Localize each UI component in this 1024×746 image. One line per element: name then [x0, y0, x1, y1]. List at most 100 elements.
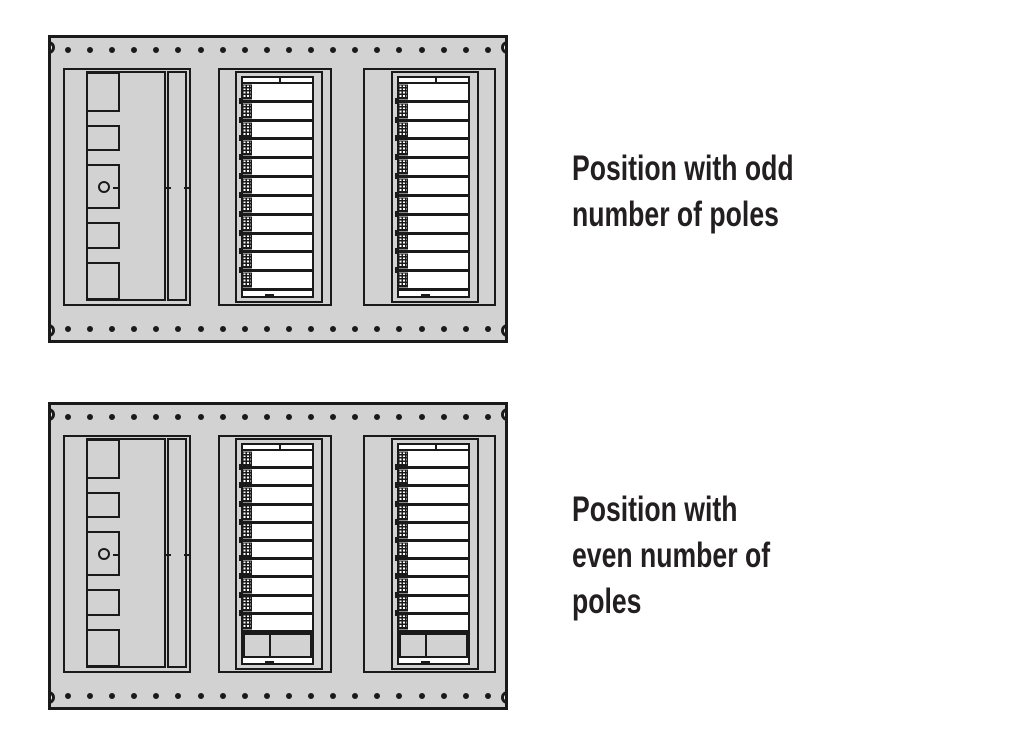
contact-pad — [241, 614, 252, 630]
keying-band — [243, 633, 312, 658]
pole-slot — [239, 523, 312, 544]
edge-notch — [501, 41, 505, 54]
pole-slot — [239, 560, 312, 580]
separator-nub — [239, 116, 242, 123]
edge-notch — [51, 691, 55, 704]
pole-window — [395, 76, 470, 298]
pole-slot — [397, 272, 468, 291]
sprocket-hole — [263, 325, 270, 332]
step-mark — [265, 661, 275, 663]
top-band — [243, 445, 312, 453]
sprocket-hole — [285, 692, 292, 699]
pole-slot — [395, 487, 468, 507]
sprocket-hole — [175, 692, 182, 699]
plug-segment-center — [85, 164, 120, 209]
pole-slot — [239, 140, 312, 161]
sprocket-hole — [352, 46, 359, 53]
keying-band — [399, 633, 468, 658]
sprocket-hole — [153, 46, 160, 53]
pole-slot — [241, 614, 312, 634]
separator-nub — [395, 135, 398, 142]
bottom-band — [243, 291, 312, 296]
sprocket-hole — [175, 46, 182, 53]
pole-slot — [239, 596, 312, 616]
sprocket-hole — [87, 325, 94, 332]
sprocket-hole — [352, 325, 359, 332]
separator-nub — [395, 210, 398, 217]
contact-pad — [397, 578, 408, 594]
sprocket-hole — [219, 325, 226, 332]
pole-slot — [239, 215, 312, 236]
sprocket-hole — [65, 692, 71, 699]
sprocket-hole — [285, 413, 292, 420]
contact-pad — [397, 272, 408, 288]
sprocket-hole — [87, 413, 94, 420]
sprocket-hole — [219, 46, 226, 53]
contact-pad — [241, 578, 252, 594]
caption-line: Position with odd — [572, 149, 794, 188]
terminal-block-pocket — [363, 435, 496, 673]
mold-mark — [112, 553, 120, 556]
plug-segment — [85, 492, 120, 518]
terminal-block-housing — [235, 71, 323, 303]
separator-nub — [395, 229, 398, 236]
pole-slot — [395, 196, 468, 217]
separator-nub — [395, 267, 398, 274]
sprocket-hole — [131, 325, 138, 332]
pole-slot — [395, 505, 468, 525]
sprocket-hole — [241, 692, 248, 699]
contact-pad — [397, 159, 408, 175]
caption-line: Position with — [572, 490, 738, 529]
separator-nub — [395, 609, 398, 616]
pole-slot — [395, 451, 468, 471]
pole-window — [239, 443, 314, 665]
sprocket-hole — [462, 692, 469, 699]
sprocket-hole — [396, 46, 403, 53]
contact-pad — [397, 140, 408, 156]
sprocket-hole — [175, 325, 182, 332]
step-mark — [278, 445, 282, 453]
carrier-strip-even-poles — [48, 402, 508, 710]
sprocket-hole — [440, 325, 447, 332]
plug-pocket — [63, 435, 191, 673]
contact-pad — [397, 505, 408, 521]
pole-rows — [395, 84, 468, 291]
sprocket-hole — [197, 46, 204, 53]
top-band — [243, 78, 312, 86]
contact-pad — [241, 451, 252, 467]
pole-slot — [395, 253, 468, 274]
sprocket-hole — [440, 692, 447, 699]
contact-pad — [241, 542, 252, 558]
pole-slot — [239, 234, 312, 255]
plug-segment — [85, 439, 120, 479]
sprocket-hole — [484, 413, 491, 420]
separator-nub — [239, 555, 242, 562]
sprocket-row-top — [65, 43, 491, 56]
contact-pad — [397, 234, 408, 250]
plug-housing — [85, 71, 166, 301]
sprocket-hole — [462, 413, 469, 420]
pole-slot — [395, 140, 468, 161]
terminal-block-housing — [235, 438, 323, 670]
pole-slot — [239, 451, 312, 471]
bottom-band — [399, 291, 468, 296]
caption-line: even number of — [572, 536, 771, 575]
sprocket-hole — [308, 46, 315, 53]
contact-pad — [397, 122, 408, 138]
contact-pad — [241, 560, 252, 576]
step-mark — [278, 78, 282, 86]
sprocket-hole — [109, 413, 116, 420]
guide-hole — [97, 547, 110, 560]
sprocket-hole — [241, 325, 248, 332]
pole-slot — [239, 542, 312, 562]
contact-pad — [241, 197, 252, 213]
contact-pad — [241, 140, 252, 156]
plug-segment-center — [85, 531, 120, 576]
key-box-small — [243, 633, 270, 658]
pole-slot — [395, 178, 468, 198]
sprocket-hole — [440, 413, 447, 420]
sprocket-hole — [484, 325, 491, 332]
sprocket-hole — [374, 325, 381, 332]
caption-odd-poles: Position with odd number of poles — [572, 146, 794, 238]
pole-slot — [239, 121, 312, 142]
